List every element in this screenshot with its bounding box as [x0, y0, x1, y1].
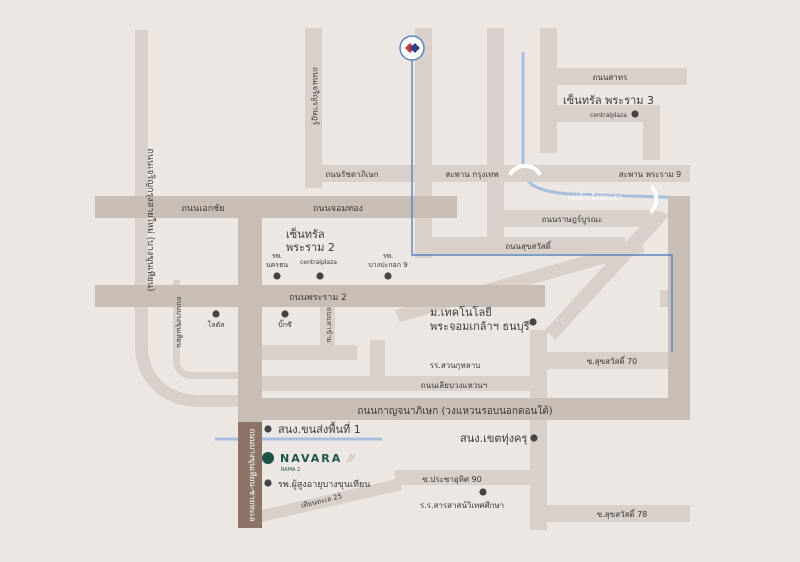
highlight-road: [238, 422, 262, 528]
poi-marker: [529, 318, 537, 326]
mrt-station-icon: [399, 35, 425, 61]
minor-roads: [135, 28, 690, 530]
poi-marker: [530, 434, 538, 442]
poi-marker: [212, 310, 220, 318]
road-label: ถนนเจริญราษฎร์: [311, 67, 321, 126]
road-label: ถนนรัชดาภิเษก: [325, 170, 378, 179]
brand-logo: centralplaza: [590, 112, 627, 119]
road: [500, 210, 650, 227]
poi-marker: [281, 310, 289, 318]
place-label: เซ็นทรัล: [286, 227, 325, 241]
road-label: สะพาน กรุงเทพ: [445, 170, 498, 179]
poi-marker: [264, 425, 272, 433]
place-label: รพ.ผู้สูงอายุบางขุนเทียน: [278, 479, 370, 490]
place-label: ม.เทคโนโลยี: [430, 305, 492, 319]
poi-marker: [479, 488, 487, 496]
place-label: รร.สวนกุหลาบ: [430, 361, 481, 370]
road-label: ถนนสาทร: [593, 73, 628, 82]
road: [305, 165, 690, 182]
road-label: สะพาน พระราม 9: [619, 170, 682, 179]
navara-wordmark: NAVARA: [280, 452, 342, 465]
bridge-icon: [508, 164, 542, 177]
brand-logo: centralplaza: [300, 259, 337, 266]
road: [668, 196, 690, 420]
road-label: ถนนบางขุนเทียน: [175, 296, 183, 347]
poi-marker: [264, 479, 272, 487]
place-label: เซ็นทรัล พระราม 3: [563, 93, 654, 107]
road: [95, 196, 457, 218]
road-label: ถนนบางขุนเทียน-ชายทะเล: [248, 428, 257, 521]
poi-marker: [316, 272, 324, 280]
road: [643, 105, 660, 160]
river-label: แม่น้ำเจ้าพระยา: [567, 191, 622, 202]
place-label: บางปะกอก 9: [368, 261, 407, 269]
road-label: ซ.สุขสวัสดิ์ 78: [597, 508, 648, 519]
road: [305, 28, 322, 188]
main-roads: [95, 196, 690, 506]
road: [487, 28, 504, 248]
road-label: ถนนท่าข้าม: [325, 307, 333, 343]
place-label: ร.ร.สารสาสน์วิเทศศึกษา: [420, 500, 504, 510]
road-label: ถนนเจริญกรุงสายใหม่ (บางขุนเทียน): [145, 148, 156, 291]
navara-logo-icon: [262, 452, 274, 464]
road-label: ถนนเลียบวงแหวนฯ: [421, 381, 487, 390]
place-label: บิ๊กซี: [278, 319, 292, 329]
road: [415, 28, 432, 258]
road: [135, 30, 240, 407]
road: [262, 478, 402, 522]
place-label: พระจอมเกล้าฯ ธนบุรี: [430, 320, 530, 333]
bridge-icon: [649, 184, 659, 214]
road: [262, 376, 547, 391]
place-label: รพ.: [383, 252, 394, 260]
decorative-stroke: [346, 453, 356, 463]
road: [370, 340, 385, 380]
place-label: โลตัส: [208, 320, 226, 329]
road: [557, 105, 657, 122]
road: [240, 398, 690, 420]
poi-marker: [384, 272, 392, 280]
road-label: ถนนพระราม 2: [289, 293, 347, 303]
road: [557, 68, 687, 85]
road: [320, 303, 335, 348]
road-label: ซ.สุขสวัสดิ์ 70: [587, 355, 638, 366]
road: [545, 505, 690, 522]
road: [545, 352, 690, 369]
road-label: ซ.ประชาอุทิศ 90: [422, 475, 481, 484]
road-label: ถนนกาญจนาภิเษก (วงแหวนรอบนอกตอนใต้): [357, 405, 552, 417]
place-label: สนง.ขนส่งพื้นที่ 1: [278, 421, 361, 436]
navara-logo: NAVARA RAMA 2: [262, 452, 356, 473]
road-label: ถนนราษฎร์บูรณะ: [542, 214, 603, 225]
place-label: สนง.เขตทุ่งครุ: [460, 432, 528, 445]
road-label: ถนนจอมทอง: [313, 204, 363, 214]
road-label: ถนนสุขสวัสดิ์: [505, 240, 552, 251]
rail-line: [411, 56, 673, 352]
poi-marker: [273, 272, 281, 280]
poi-marker: [631, 110, 639, 118]
place-label: รพ.: [272, 252, 283, 260]
road-label: ถนนเอกชัย: [181, 204, 224, 214]
road: [95, 285, 545, 307]
road: [262, 345, 357, 360]
road: [395, 470, 530, 485]
road: [415, 237, 625, 254]
navara-subtitle: RAMA 2: [281, 467, 300, 473]
road: [540, 28, 557, 153]
place-label: พระราม 2: [286, 241, 335, 254]
place-label: นครธน: [266, 261, 289, 269]
road: [530, 330, 547, 530]
